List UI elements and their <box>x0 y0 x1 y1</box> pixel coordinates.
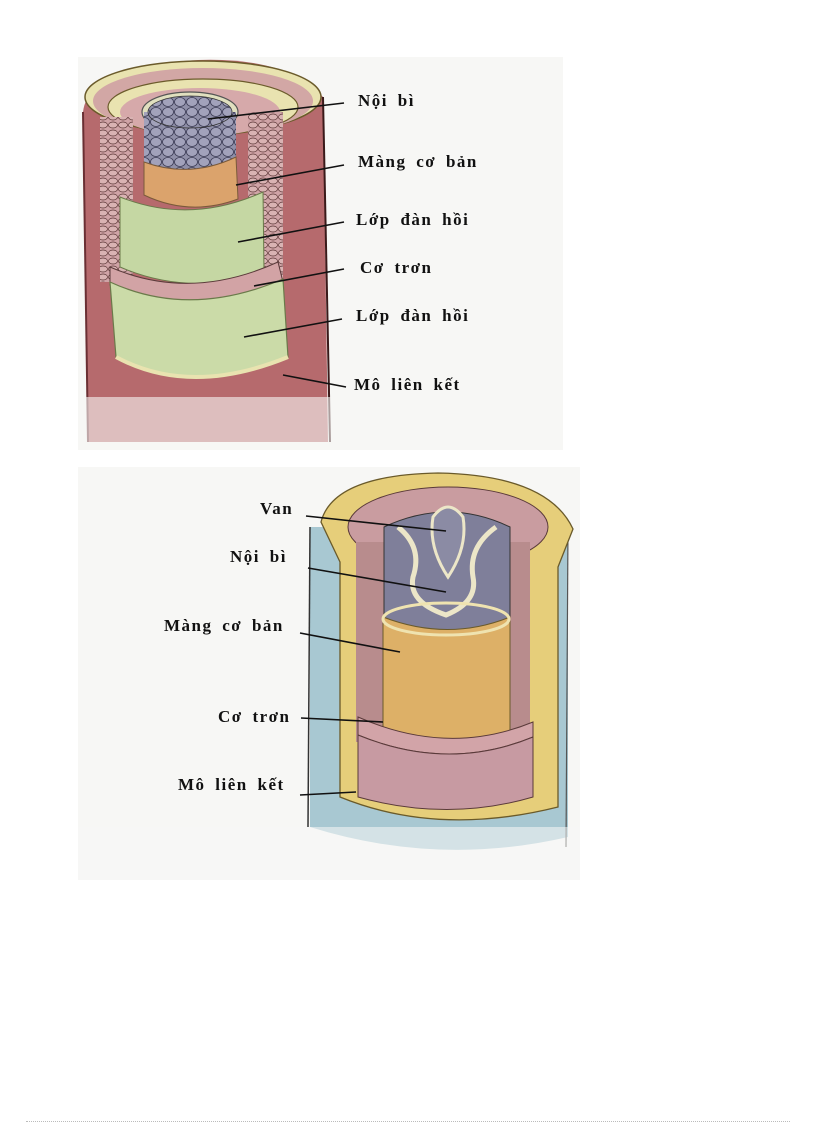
label-basement-membrane: Màng cơ bản <box>164 616 284 635</box>
label-internal-elastic-layer: Lớp đàn hồi <box>356 210 470 229</box>
label-valve: Van <box>260 499 294 518</box>
artery-illustration <box>78 59 563 450</box>
label-external-elastic-layer: Lớp đàn hồi <box>356 306 470 325</box>
page-footer-divider <box>26 1121 790 1122</box>
label-endothelium: Nội bì <box>230 547 287 566</box>
label-smooth-muscle: Cơ trơn <box>360 258 433 277</box>
vein-cross-section-figure: Van Nội bì Màng cơ bản Cơ trơn Mô liên k… <box>78 467 580 880</box>
label-smooth-muscle: Cơ trơn <box>218 707 291 726</box>
label-connective-tissue: Mô liên kết <box>354 375 461 394</box>
label-connective-tissue: Mô liên kết <box>178 775 285 794</box>
label-endothelium: Nội bì <box>358 91 415 110</box>
vein-illustration <box>78 472 580 880</box>
label-basement-membrane: Màng cơ bản <box>358 152 478 171</box>
artery-cross-section-figure: Nội bì Màng cơ bản Lớp đàn hồi Cơ trơn L… <box>78 57 563 450</box>
